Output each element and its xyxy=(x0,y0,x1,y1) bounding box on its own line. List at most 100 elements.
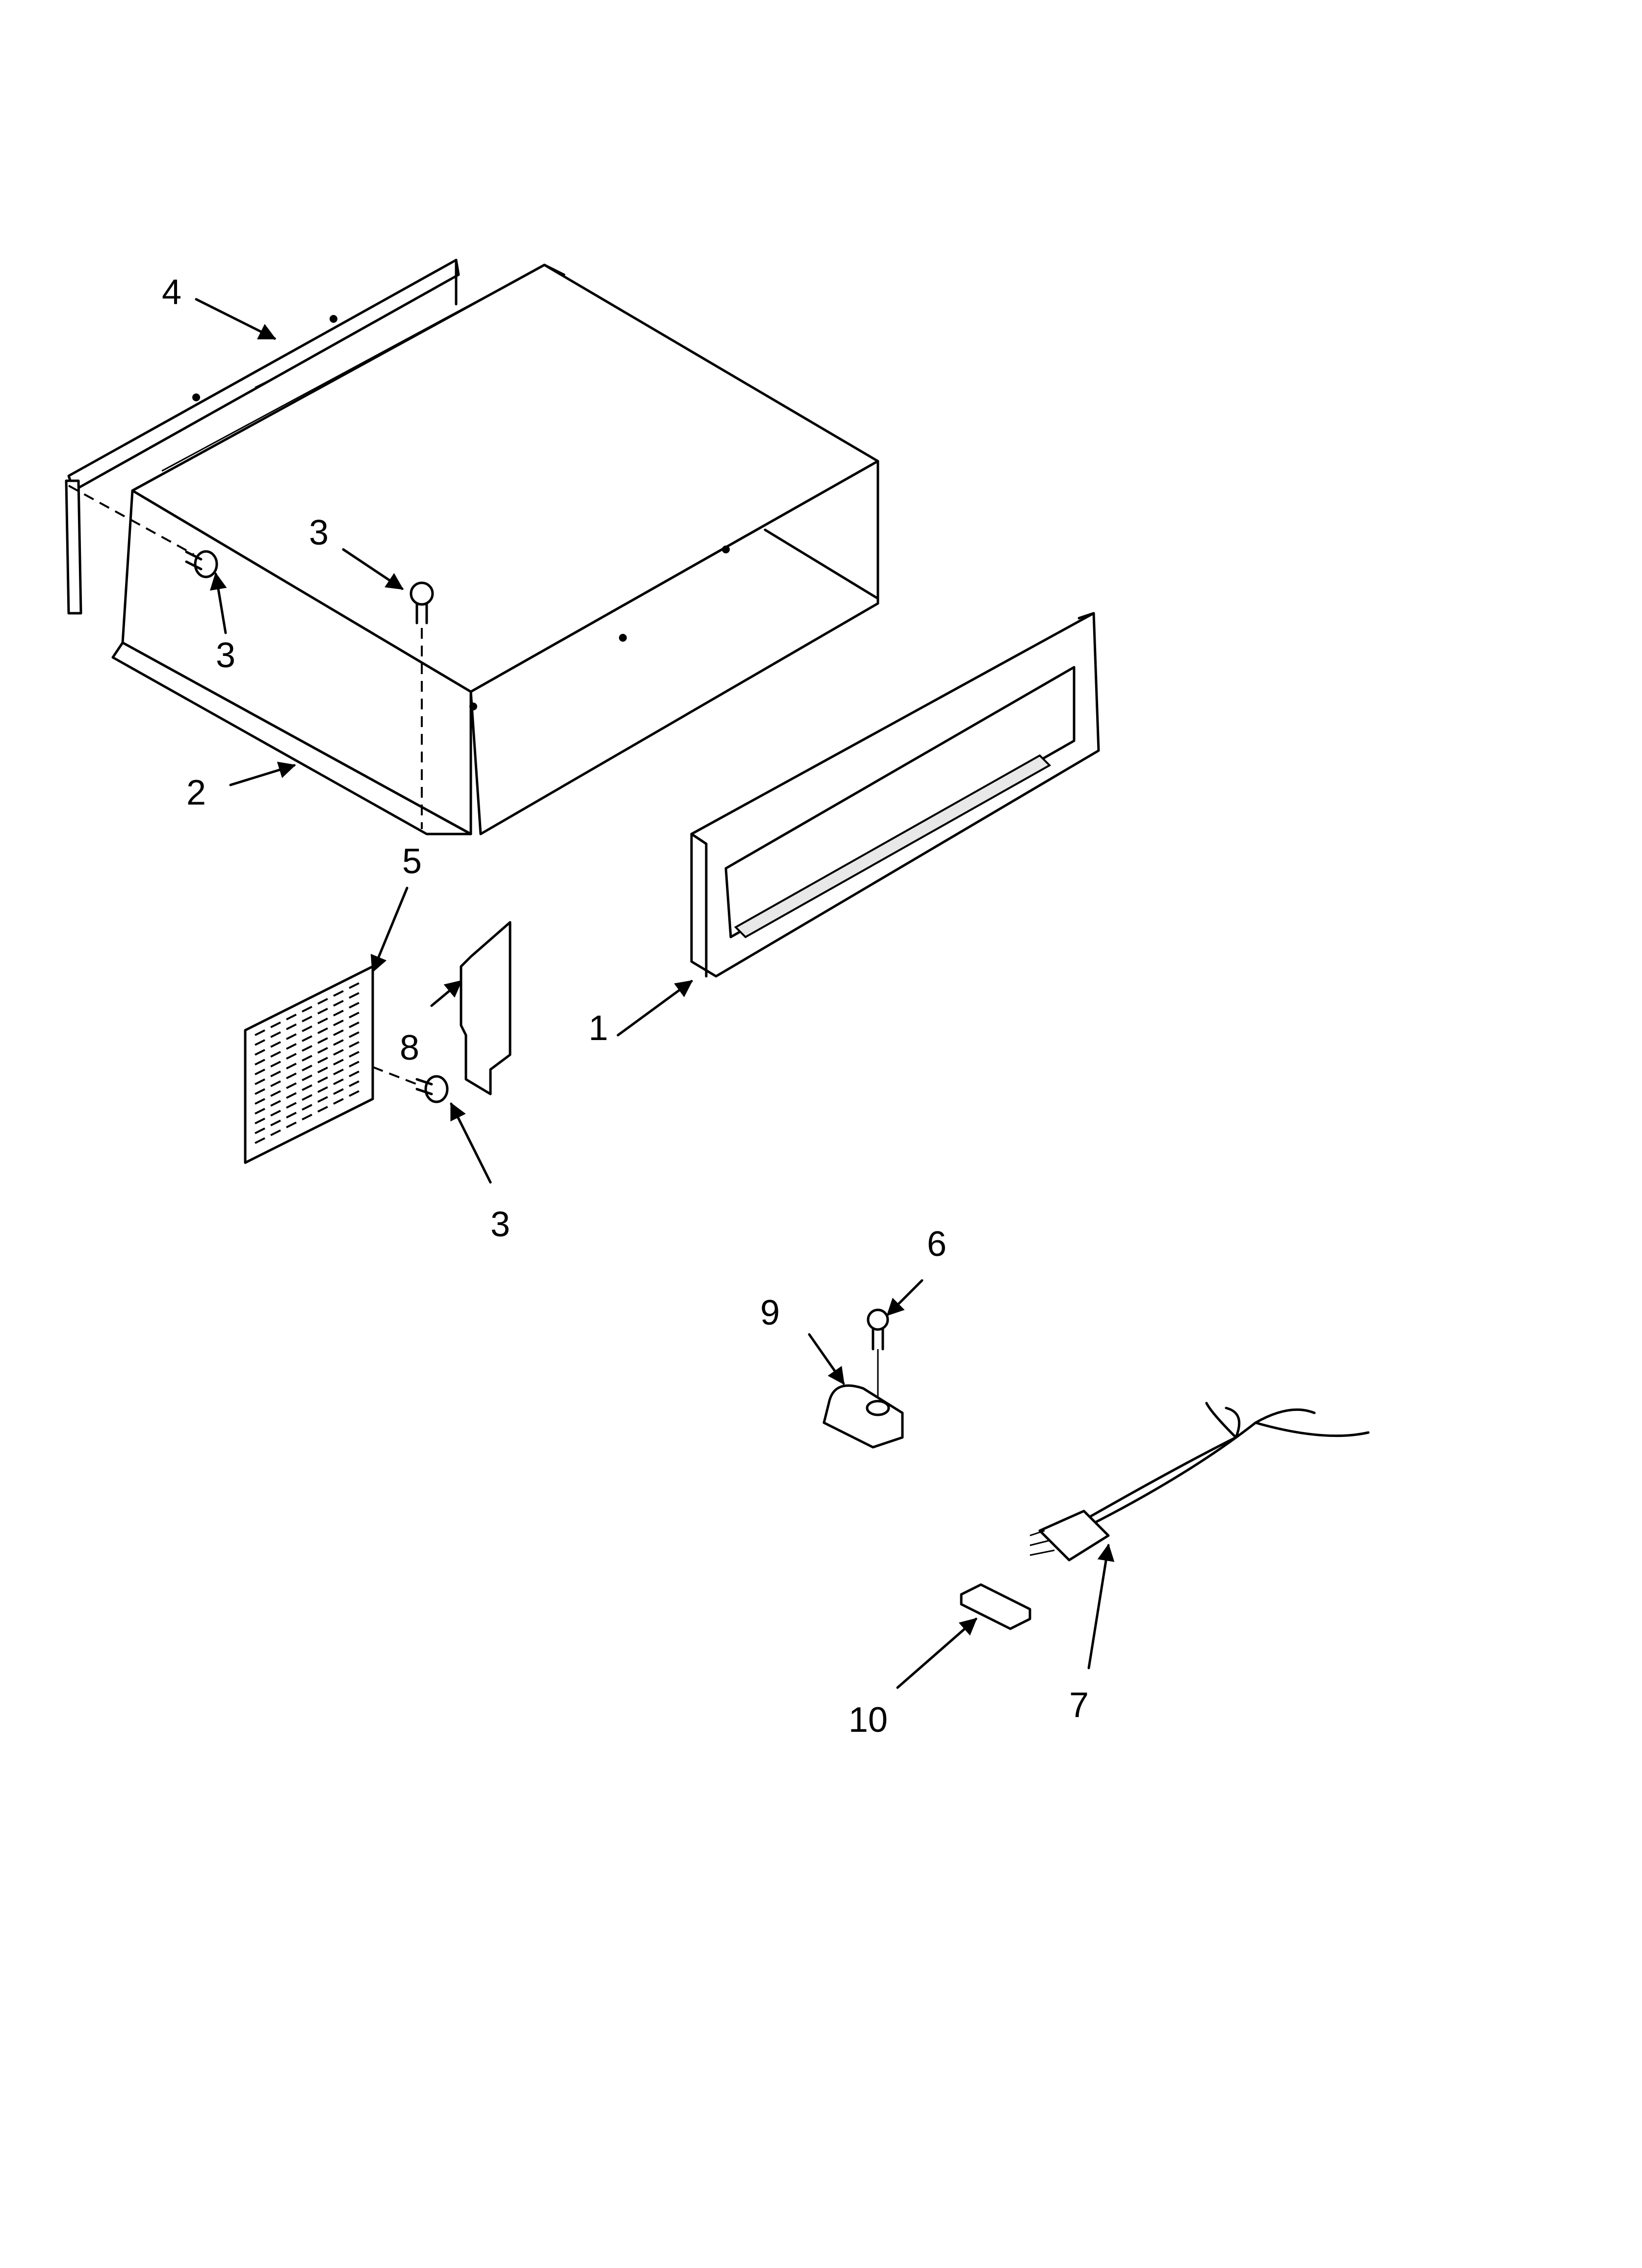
part-3-screw-top xyxy=(410,581,434,829)
grille-slot xyxy=(255,1088,265,1095)
part-3-grille-screw xyxy=(372,1066,449,1103)
part-8-insulation-panel xyxy=(460,921,512,1095)
grille-slot xyxy=(349,1080,359,1087)
grille-slot xyxy=(302,1094,312,1101)
grille-slot xyxy=(270,1120,281,1126)
callout-6: 6 xyxy=(927,1225,947,1264)
grille-slot xyxy=(286,1033,297,1040)
grille-slot xyxy=(270,1070,281,1077)
grille-slot xyxy=(286,1082,297,1089)
grille-slot xyxy=(333,1000,344,1007)
grille-slot xyxy=(317,1086,328,1093)
grille-slot xyxy=(349,1021,359,1028)
grille-slot xyxy=(349,992,359,999)
grille-slot xyxy=(270,1051,281,1058)
grille-slot xyxy=(349,1031,359,1038)
grille-slot xyxy=(302,1084,312,1091)
grille-slot xyxy=(270,1110,281,1117)
grille-slot xyxy=(349,982,359,989)
callout-3-top: 3 xyxy=(309,513,329,552)
part-6-screw xyxy=(867,1308,889,1398)
grille-slot xyxy=(302,1035,312,1042)
grille-slot xyxy=(333,990,344,997)
grille-slot xyxy=(333,1059,344,1066)
grille-slot xyxy=(302,1104,312,1111)
grille-slot xyxy=(317,1027,328,1034)
grille-slot xyxy=(317,998,328,1005)
grille-slot xyxy=(302,1025,312,1032)
callout-10: 10 xyxy=(848,1700,888,1740)
grille-slot xyxy=(286,1043,297,1050)
grille-slot xyxy=(255,1039,265,1046)
grille-slot xyxy=(302,1074,312,1081)
grille-slot xyxy=(270,1090,281,1097)
grille-slot xyxy=(333,1069,344,1075)
grille-slot xyxy=(286,1023,297,1030)
part-4-rear-bracket xyxy=(65,259,460,615)
grille-slot xyxy=(286,1112,297,1119)
grille-slot xyxy=(255,1098,265,1105)
grille-slot xyxy=(270,1031,281,1038)
callout-7: 7 xyxy=(1069,1686,1089,1725)
part-3-screw-left xyxy=(68,485,218,578)
grille-slot xyxy=(255,1059,265,1066)
part-5-grille xyxy=(244,965,374,1164)
callout-3-left: 3 xyxy=(216,636,235,675)
grille-slot xyxy=(317,1037,328,1044)
callout-5: 5 xyxy=(402,842,422,881)
part-7-wire-harness xyxy=(1029,1402,1370,1562)
grille-slot xyxy=(349,1041,359,1048)
grille-slot xyxy=(317,1076,328,1083)
callout-1: 1 xyxy=(589,1009,608,1048)
grille-slot xyxy=(255,1127,265,1134)
grille-slot xyxy=(333,1039,344,1046)
grille-slot xyxy=(349,1090,359,1097)
grille-slot xyxy=(333,1010,344,1017)
grille-slot xyxy=(349,1012,359,1018)
grille-slot xyxy=(333,1029,344,1036)
grille-slot xyxy=(317,1017,328,1024)
callout-9: 9 xyxy=(760,1293,780,1332)
grille-slot xyxy=(349,1002,359,1009)
grille-slot xyxy=(333,1098,344,1105)
grille-slot xyxy=(349,1061,359,1068)
grille-slot xyxy=(302,1045,312,1052)
grille-slot xyxy=(255,1069,265,1075)
callout-2: 2 xyxy=(186,773,206,812)
grille-slot xyxy=(302,1055,312,1062)
grille-slot xyxy=(270,1080,281,1087)
part-2-housing xyxy=(111,263,879,835)
grille-slot xyxy=(255,1029,265,1036)
grille-slot xyxy=(349,1070,359,1077)
grille-slot xyxy=(286,1014,297,1020)
part-1-front-frame xyxy=(690,612,1100,978)
part-9-clamp xyxy=(822,1384,904,1449)
grille-slot xyxy=(333,1078,344,1085)
grille-slot xyxy=(255,1078,265,1085)
grille-slot xyxy=(317,1067,328,1073)
callout-3-grille: 3 xyxy=(490,1205,510,1244)
callout-arrows xyxy=(195,298,1115,1689)
grille-slot xyxy=(270,1129,281,1136)
grille-slot xyxy=(317,1047,328,1054)
grille-slot xyxy=(317,1106,328,1113)
callout-8: 8 xyxy=(400,1028,419,1068)
grille-slot xyxy=(286,1063,297,1069)
grille-slot xyxy=(349,1051,359,1058)
grille-slot xyxy=(333,1088,344,1095)
grille-slot xyxy=(302,1114,312,1121)
grille-slot xyxy=(333,1019,344,1026)
grille-slot xyxy=(270,1100,281,1107)
grille-slot xyxy=(302,1016,312,1022)
callout-4: 4 xyxy=(162,273,181,312)
grille-slot xyxy=(255,1108,265,1115)
grille-slot xyxy=(286,1053,297,1060)
grille-slot xyxy=(286,1102,297,1109)
grille-slot xyxy=(333,1049,344,1056)
grille-slot xyxy=(270,1041,281,1048)
grille-slot xyxy=(302,1065,312,1071)
grille-slot xyxy=(317,1008,328,1015)
grille-slot xyxy=(317,1096,328,1103)
grille-slot xyxy=(255,1137,265,1144)
